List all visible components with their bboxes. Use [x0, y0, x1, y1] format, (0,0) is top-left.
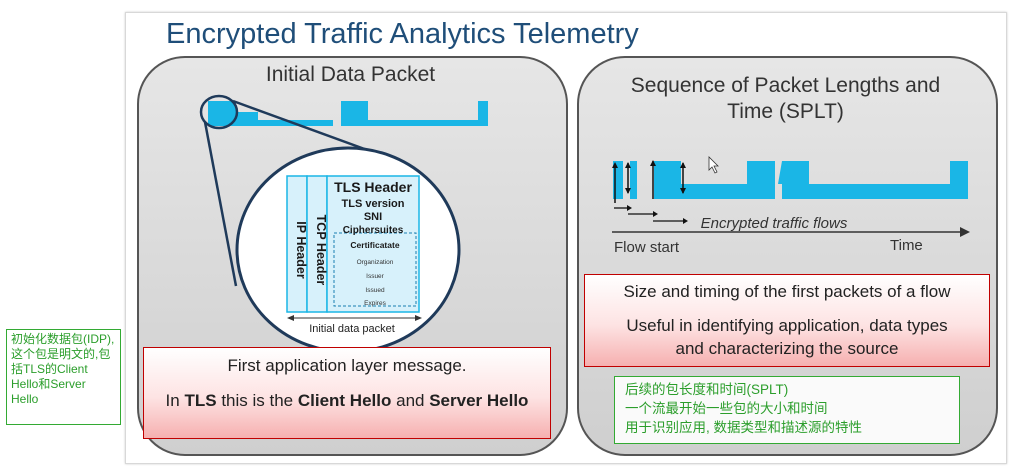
idp-tls-line: In TLS this is the Client Hello and Serv… — [144, 390, 550, 412]
splt-chinese-note: 后续的包长度和时间(SPLT) 一个流最开始一些包的大小和时间 用于识别应用, … — [614, 376, 960, 444]
client-hello: Client Hello — [297, 391, 392, 410]
left-panel-title: Initial Data Packet — [265, 63, 436, 86]
splt-line2: Useful in identifying application, data … — [626, 316, 948, 335]
idp-description-box: First application layer message. In TLS … — [143, 347, 551, 439]
server-hello: Server Hello — [429, 391, 529, 410]
splt-note-line1: 后续的包长度和时间(SPLT) — [625, 382, 789, 397]
slide-title: Encrypted Traffic Analytics Telemetry — [166, 18, 639, 50]
tls-prefix: In — [165, 391, 180, 410]
splt-line1: Size and timing of the first packets of … — [623, 282, 951, 301]
splt-note-line2: 一个流最开始一些包的大小和时间 — [625, 401, 828, 416]
splt-description-box: Size and timing of the first packets of … — [584, 274, 990, 367]
splt-line3: and characterizing the source — [675, 339, 899, 358]
right-panel-title-line1: Sequence of Packet Lengths and — [630, 74, 941, 97]
and-word: and — [396, 391, 425, 410]
right-panel-title-line2: Time (SPLT) — [727, 100, 844, 123]
idp-chinese-note: 初始化数据包(IDP),这个包是明文的,包括TLS的Client Hello和S… — [6, 329, 121, 425]
tls-middle: this is the — [221, 391, 294, 410]
tls-word: TLS — [184, 391, 217, 410]
splt-note-line3: 用于识别应用, 数据类型和描述源的特性 — [625, 420, 863, 435]
idp-message: First application layer message. — [227, 356, 467, 375]
